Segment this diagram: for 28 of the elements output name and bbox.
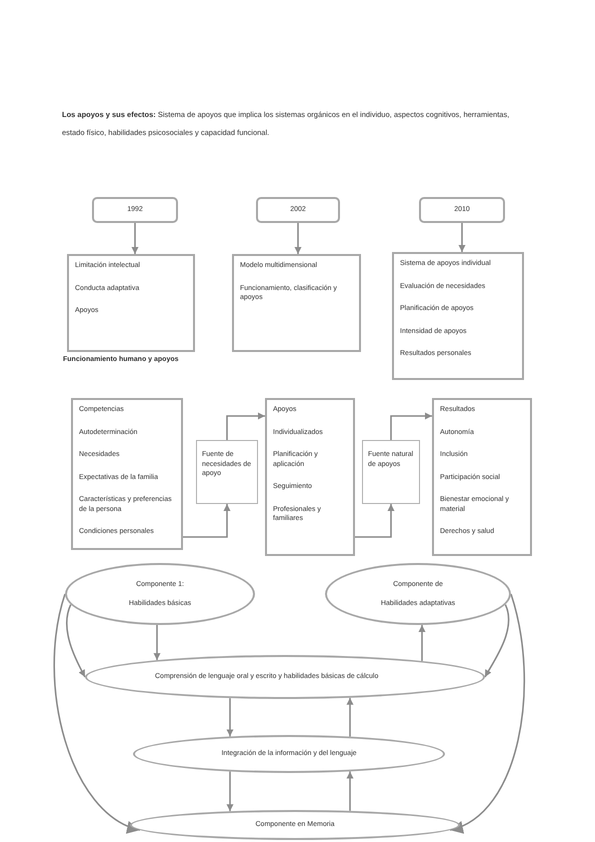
arrow	[226, 412, 265, 440]
arrow	[418, 624, 426, 661]
text-box	[232, 254, 361, 352]
text-box	[67, 254, 195, 352]
curved-arrow	[450, 594, 525, 832]
arrow	[390, 412, 432, 440]
text-box	[432, 398, 532, 556]
header-box	[256, 197, 340, 223]
arrow	[66, 604, 86, 678]
note-box	[196, 440, 258, 504]
header-box	[419, 197, 505, 223]
note-box	[362, 440, 420, 504]
arrow	[294, 223, 302, 254]
arrow	[183, 504, 230, 538]
header-box	[92, 197, 178, 223]
arrow	[132, 223, 138, 254]
text-box	[392, 252, 524, 380]
text-box	[265, 398, 355, 556]
arrow	[484, 604, 510, 678]
text-box	[71, 398, 183, 550]
arrow	[346, 698, 354, 737]
arrow	[458, 223, 466, 252]
arrow	[226, 772, 234, 812]
arrow	[355, 504, 394, 538]
curved-arrow	[53, 594, 140, 832]
arrow	[154, 624, 160, 660]
arrow	[346, 771, 354, 811]
arrow	[226, 698, 234, 736]
